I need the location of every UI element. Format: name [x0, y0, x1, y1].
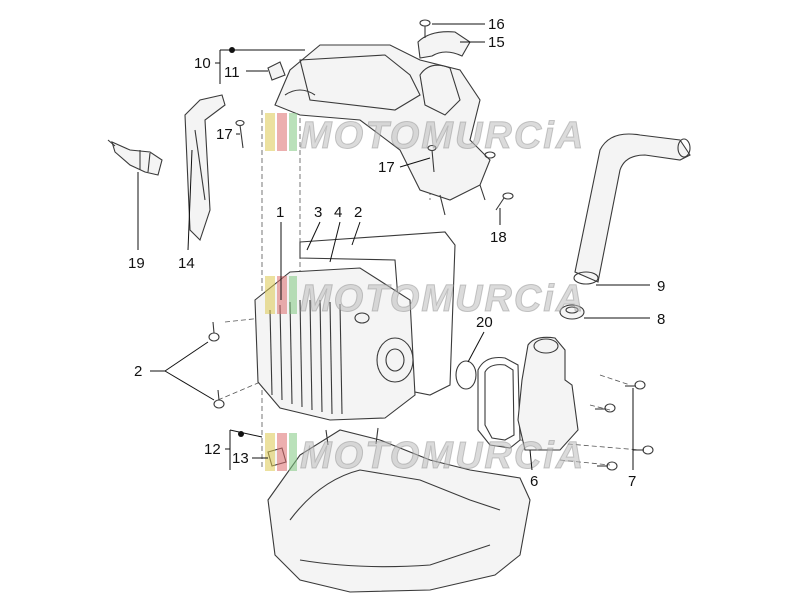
callout-15: 15	[488, 34, 505, 51]
callout-4: 4	[334, 204, 342, 221]
watermark-text-bottom: MOTOMURCiA	[300, 435, 585, 477]
bracket-part	[417, 19, 471, 59]
bolts-2	[208, 321, 225, 409]
screw-18	[495, 192, 514, 211]
o-ring-part	[455, 356, 521, 449]
alignment-lines	[217, 110, 641, 470]
callout-18: 18	[490, 229, 507, 246]
watermark-logo-bottom: MOTOMURCiA	[265, 433, 585, 478]
screws-17	[235, 119, 437, 173]
watermark-text-top: MOTOMURCiA	[300, 115, 585, 157]
callout-20: 20	[476, 314, 493, 331]
callout-3: 3	[314, 204, 322, 221]
lower-cover-part	[267, 427, 531, 593]
callout-1: 1	[276, 204, 284, 221]
callout-14: 14	[178, 255, 195, 272]
callout-labels: 16 15 10 11 17 17 18 19 14 1 3 4 2 9 8 2…	[128, 16, 665, 490]
callout-2-top: 2	[354, 204, 362, 221]
callout-11: 11	[224, 64, 240, 81]
watermark-text-middle: MOTOMURCiA	[300, 278, 585, 320]
head-cover-part	[274, 44, 496, 216]
leader-lines	[137, 23, 650, 471]
callout-16: 16	[488, 16, 505, 33]
watermark-group: MOTOMURCiA MOTOMURCiA MOTOMURCiA	[265, 113, 585, 478]
callout-13: 13	[232, 450, 249, 467]
cylinder-head-part	[254, 231, 456, 421]
callout-8: 8	[657, 311, 665, 328]
clip-part	[267, 61, 286, 81]
callout-17-left: 17	[216, 126, 233, 143]
breather-hose-part	[573, 133, 691, 285]
callout-2-left: 2	[134, 363, 142, 380]
callout-7: 7	[628, 473, 636, 490]
heat-shield-part	[184, 94, 226, 242]
callout-17-right: 17	[378, 159, 395, 176]
callout-12: 12	[204, 441, 221, 458]
spark-plug-part	[107, 139, 163, 176]
bolts-7	[595, 380, 654, 471]
thermostat-housing-part	[517, 336, 579, 451]
callout-10: 10	[194, 55, 211, 72]
callout-9: 9	[657, 278, 665, 295]
callout-6: 6	[530, 473, 538, 490]
callout-19: 19	[128, 255, 145, 272]
watermark-logo-top: MOTOMURCiA	[265, 113, 585, 158]
watermark-logo-middle: MOTOMURCiA	[265, 276, 585, 321]
ring-part-8	[559, 304, 585, 320]
